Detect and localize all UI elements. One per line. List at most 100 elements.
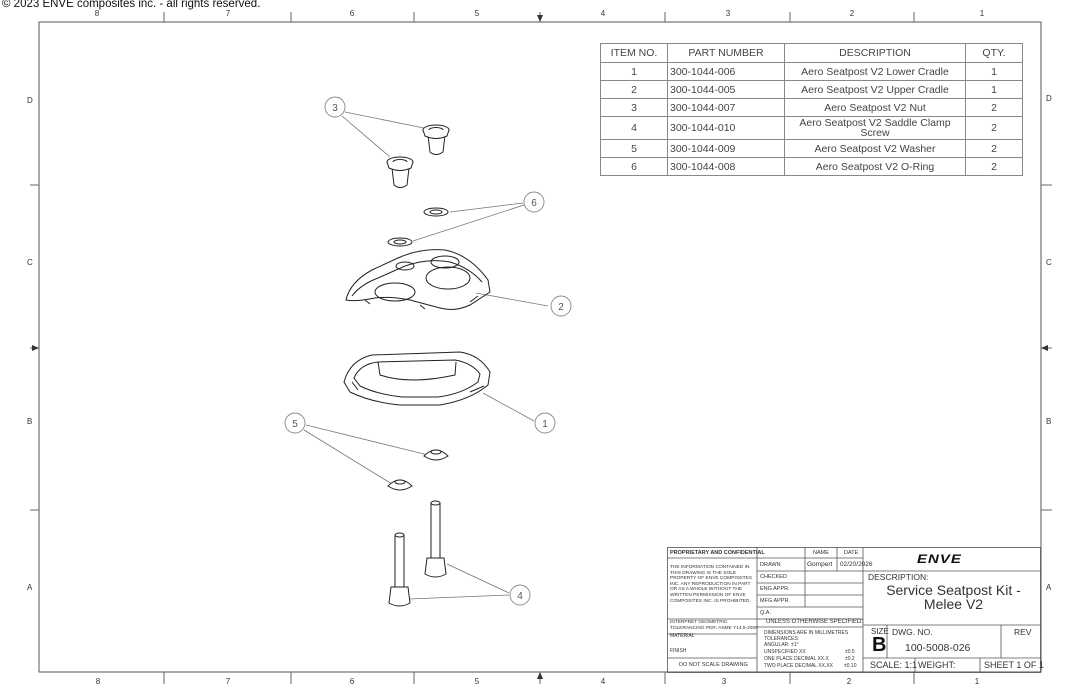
screw-part — [388, 500, 447, 607]
zone-label-bottom: 5 — [474, 677, 480, 686]
zone-label-bottom: 2 — [846, 677, 852, 686]
dwg-no-value: 100-5008-026 — [905, 642, 971, 654]
dimensions-note: DIMENSIONS ARE IN MILLIMETRES — [764, 630, 849, 636]
zone-label-left: D — [27, 96, 33, 105]
o-ring-part — [387, 207, 449, 247]
bill-of-materials: ITEM NO. PART NUMBER DESCRIPTION QTY. 1 … — [600, 43, 1023, 176]
bom-qty: 2 — [965, 157, 1023, 176]
tolerance-value: ±0.5 — [845, 649, 855, 655]
upper-cradle-part — [345, 249, 491, 310]
bom-part-number: 300-1044-005 — [667, 80, 785, 99]
unspecified-tolerance: UNSPECIFIED XX — [764, 649, 806, 655]
do-not-scale: DO NOT SCALE DRAWING — [679, 662, 748, 668]
tolerances-label: TOLERANCES: — [764, 636, 800, 642]
bom-description: Aero Seatpost V2 Upper Cradle — [784, 80, 966, 99]
name-header: NAME — [813, 550, 829, 556]
bom-row: 5 300-1044-009 Aero Seatpost V2 Washer 2 — [600, 139, 1023, 158]
zone-label-right: B — [1046, 417, 1052, 426]
date-header: DATE — [844, 550, 859, 556]
drawing-title-line1: Service Seatpost Kit - — [886, 582, 1021, 598]
bom-row: 2 300-1044-005 Aero Seatpost V2 Upper Cr… — [600, 80, 1023, 99]
bom-header-part: PART NUMBER — [667, 43, 785, 63]
bom-item: 6 — [600, 157, 668, 176]
description-label: DESCRIPTION: — [868, 572, 929, 582]
copyright-notice: © 2023 ENVE composites inc. - all rights… — [2, 0, 261, 10]
qa-label: Q.A. — [760, 610, 772, 616]
bom-row: 6 300-1044-008 Aero Seatpost V2 O-Ring 2 — [600, 157, 1023, 176]
zone-label-top: 1 — [979, 9, 985, 18]
bom-row: 4 300-1044-010 Aero Seatpost V2 Saddle C… — [600, 116, 1023, 140]
title-block-grid — [667, 547, 1041, 673]
zone-label-bottom: 7 — [225, 677, 231, 686]
centering-marks — [32, 15, 1048, 679]
angular-tolerance: ANGULAR: ±1° — [764, 642, 799, 648]
bom-description: Aero Seatpost V2 O-Ring — [784, 157, 966, 176]
size-value: B — [872, 634, 887, 656]
one-place-tolerance: ONE PLACE DECIMAL XX.X — [764, 656, 829, 662]
zone-label-top: 3 — [725, 9, 731, 18]
zone-label-left: C — [27, 258, 33, 267]
bom-header-row: ITEM NO. PART NUMBER DESCRIPTION QTY. — [600, 43, 1023, 63]
drawing-title-line2: Melee V2 — [923, 596, 984, 612]
zone-label-top: 4 — [600, 9, 606, 18]
leader-lines — [303, 111, 549, 600]
zone-label-bottom: 6 — [349, 677, 355, 686]
bom-part-number: 300-1044-006 — [667, 62, 785, 81]
weight-label: WEIGHT: — [918, 660, 956, 670]
sheet-label: SHEET 1 OF 1 — [984, 660, 1044, 670]
zone-label-right: C — [1046, 258, 1052, 267]
bom-part-number: 300-1044-009 — [667, 139, 785, 158]
nut-part — [386, 124, 450, 188]
dwg-no-label: DWG. NO. — [892, 627, 933, 637]
lower-cradle-part — [343, 351, 491, 406]
tolerance-value: ±0.2 — [845, 656, 855, 662]
zone-label-top: 8 — [94, 9, 100, 18]
zone-label-left: A — [27, 583, 33, 592]
proprietary-text: THE INFORMATION CONTAINED IN THIS DRAWIN… — [670, 565, 752, 604]
bom-part-number: 300-1044-008 — [667, 157, 785, 176]
bom-description: Aero Seatpost V2 Saddle Clamp Screw — [784, 116, 966, 140]
rev-label: REV — [1014, 627, 1032, 637]
bom-header-qty: QTY. — [965, 43, 1023, 63]
tolerance-value: ±0.10 — [844, 663, 857, 669]
bom-qty: 2 — [965, 139, 1023, 158]
two-place-tolerance: TWO PLACE DECIMAL XX.XX — [764, 663, 833, 669]
bom-row: 1 300-1044-006 Aero Seatpost V2 Lower Cr… — [600, 62, 1023, 81]
unless-specified: UNLESS OTHERWISE SPECIFIED: — [766, 619, 863, 625]
proprietary-title: PROPRIETARY AND CONFIDENTIAL — [670, 550, 765, 556]
drawn-label: DRAWN — [760, 562, 781, 568]
bom-qty: 2 — [965, 98, 1023, 117]
bom-part-number: 300-1044-010 — [667, 116, 785, 140]
bom-header-item: ITEM NO. — [600, 43, 668, 63]
bom-item: 1 — [600, 62, 668, 81]
zone-label-left: B — [27, 417, 33, 426]
zone-label-top: 6 — [349, 9, 355, 18]
bom-row: 3 300-1044-007 Aero Seatpost V2 Nut 2 — [600, 98, 1023, 117]
zone-label-right: D — [1046, 94, 1052, 103]
zone-label-top: 5 — [474, 9, 480, 18]
zone-label-bottom: 1 — [974, 677, 980, 686]
size-label: SIZE — [871, 627, 889, 636]
bom-header-description: DESCRIPTION — [784, 43, 966, 63]
bom-description: Aero Seatpost V2 Washer — [784, 139, 966, 158]
enve-logo: ENVE — [917, 552, 962, 567]
zone-label-right: A — [1046, 583, 1052, 592]
drawn-name: Gompert — [807, 561, 833, 568]
eng-appr-label: ENG APPR. — [760, 586, 790, 592]
zone-label-bottom: 3 — [721, 677, 727, 686]
scale-label: SCALE: 1:1 — [870, 660, 918, 670]
bom-description: Aero Seatpost V2 Lower Cradle — [784, 62, 966, 81]
tolerancing-standard: INTERPRET GEOMETRIC TOLERANCING PER: ASM… — [670, 620, 758, 631]
bom-item: 2 — [600, 80, 668, 99]
mfg-appr-label: MFG APPR. — [760, 598, 790, 604]
bom-qty: 1 — [965, 62, 1023, 81]
bom-part-number: 300-1044-007 — [667, 98, 785, 117]
bom-item: 4 — [600, 116, 668, 140]
zone-label-bottom: 8 — [95, 677, 101, 686]
bom-qty: 2 — [965, 116, 1023, 140]
finish-label: FINISH — [670, 648, 687, 654]
bom-description: Aero Seatpost V2 Nut — [784, 98, 966, 117]
zone-label-top: 7 — [225, 9, 231, 18]
bom-qty: 1 — [965, 80, 1023, 99]
